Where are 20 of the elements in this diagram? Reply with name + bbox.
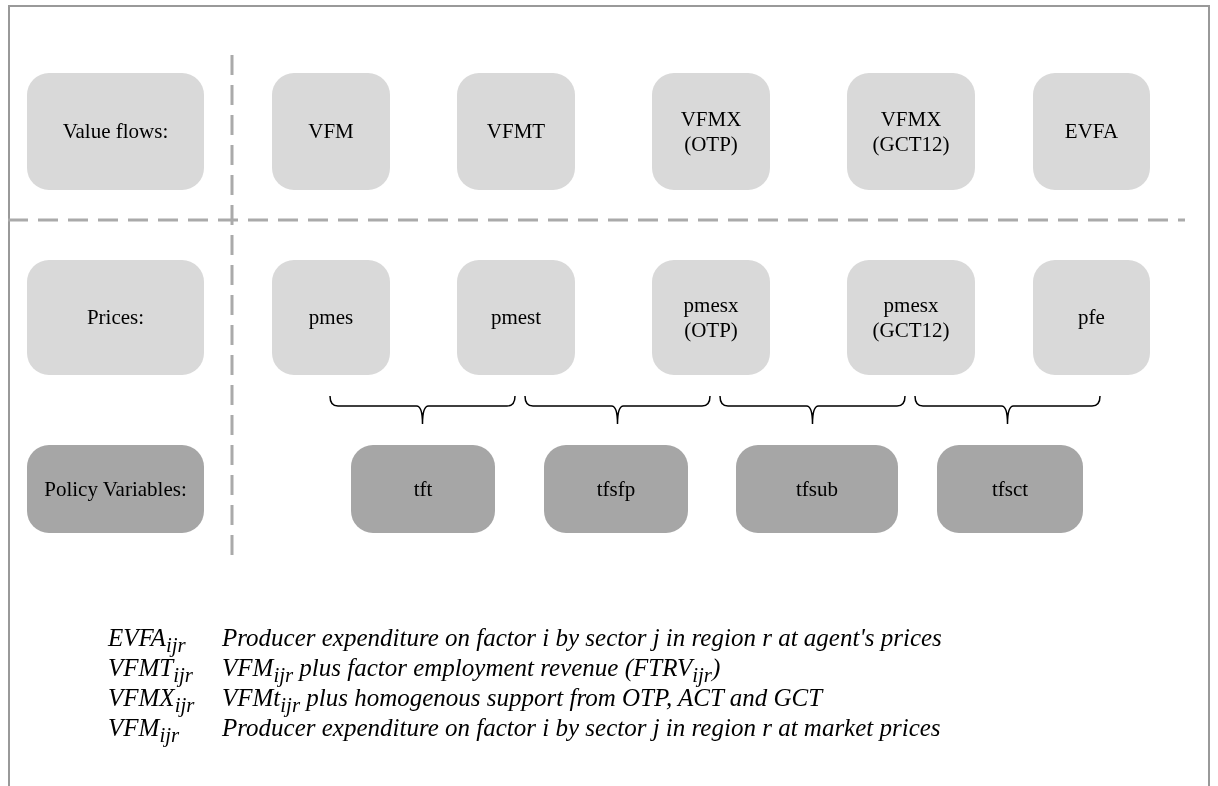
variable-box: pmest — [457, 260, 575, 375]
variable-box: Value flows: — [27, 73, 204, 190]
variable-box: pfe — [1033, 260, 1150, 375]
policy-box: tfsub — [736, 445, 898, 533]
term-text: EVFA$_{ijr}$ — [108, 625, 186, 656]
policy-box: tfsfp — [544, 445, 688, 533]
variable-box: VFM — [272, 73, 390, 190]
variable-box: VFMX (GCT12) — [847, 73, 975, 190]
variable-box: pmes — [272, 260, 390, 375]
variable-box: VFMX (OTP) — [652, 73, 770, 190]
variable-box: Prices: — [27, 260, 204, 375]
policy-box: tft — [351, 445, 495, 533]
definition-text: VFM$_{ijr}$ plus factor employment revenue (FTRV$_{ijr}$) — [222, 655, 721, 686]
policy-box: Policy Variables: — [27, 445, 204, 533]
policy-box: tfsct — [937, 445, 1083, 533]
variable-box: pmesx (OTP) — [652, 260, 770, 375]
variable-box: EVFA — [1033, 73, 1150, 190]
variable-box: VFMT — [457, 73, 575, 190]
variable-box: pmesx (GCT12) — [847, 260, 975, 375]
definition-text: Producer expenditure on factor i by sector j in region r at agent's prices — [222, 625, 942, 650]
